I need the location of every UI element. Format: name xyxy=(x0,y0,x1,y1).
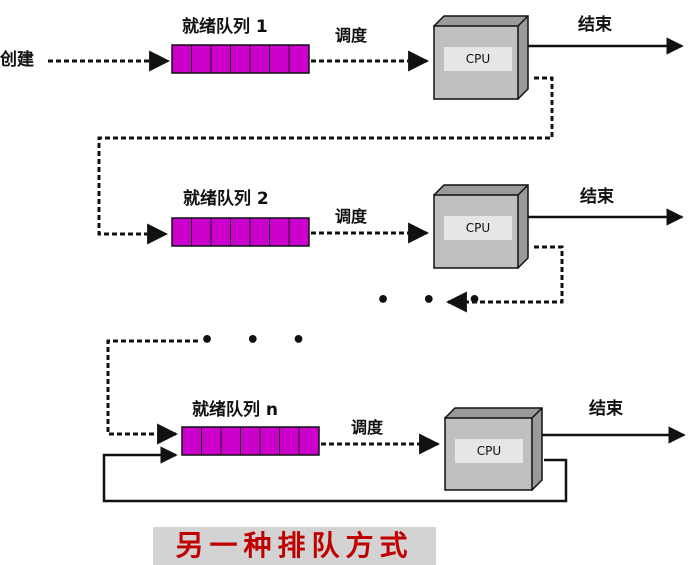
ready-queue-2-label: 就绪队列 2 xyxy=(183,189,269,209)
cpu-1 xyxy=(432,15,529,101)
feedback-path-1 xyxy=(97,76,554,245)
feedback-path-2 xyxy=(445,245,564,313)
ready-queue-n-cells xyxy=(181,426,320,456)
ellipsis-2: • • • xyxy=(200,328,318,353)
ready-queue-2-cells xyxy=(171,217,310,247)
end-label-1: 结束 xyxy=(578,15,612,35)
queue-1 xyxy=(48,15,684,245)
ellipsis-1: • • • xyxy=(376,288,494,313)
cpu-2 xyxy=(432,184,529,270)
ready-queue-1-cells xyxy=(171,44,310,74)
schedule-label-1: 调度 xyxy=(335,26,368,45)
ready-queue-n-label: 就绪队列 n xyxy=(192,400,279,420)
cpu-label-2: CPU xyxy=(465,221,491,235)
ready-queue-1-label: 就绪队列 1 xyxy=(182,17,268,37)
diagram-caption: 另一种排队方式 xyxy=(153,527,436,565)
schedule-label-n: 调度 xyxy=(351,418,384,437)
end-label-n: 结束 xyxy=(589,399,623,419)
feedback-path-n xyxy=(102,446,568,503)
incoming-path-n xyxy=(106,339,198,445)
cpu-label-1: CPU xyxy=(465,52,491,66)
end-label-2: 结束 xyxy=(580,187,614,207)
create-label: 创建 xyxy=(0,50,34,70)
queue-2 xyxy=(171,184,684,313)
schedule-label-2: 调度 xyxy=(335,207,368,226)
queue-n xyxy=(102,339,686,503)
cpu-label-n: CPU xyxy=(476,444,502,458)
cpu-n xyxy=(443,407,543,492)
